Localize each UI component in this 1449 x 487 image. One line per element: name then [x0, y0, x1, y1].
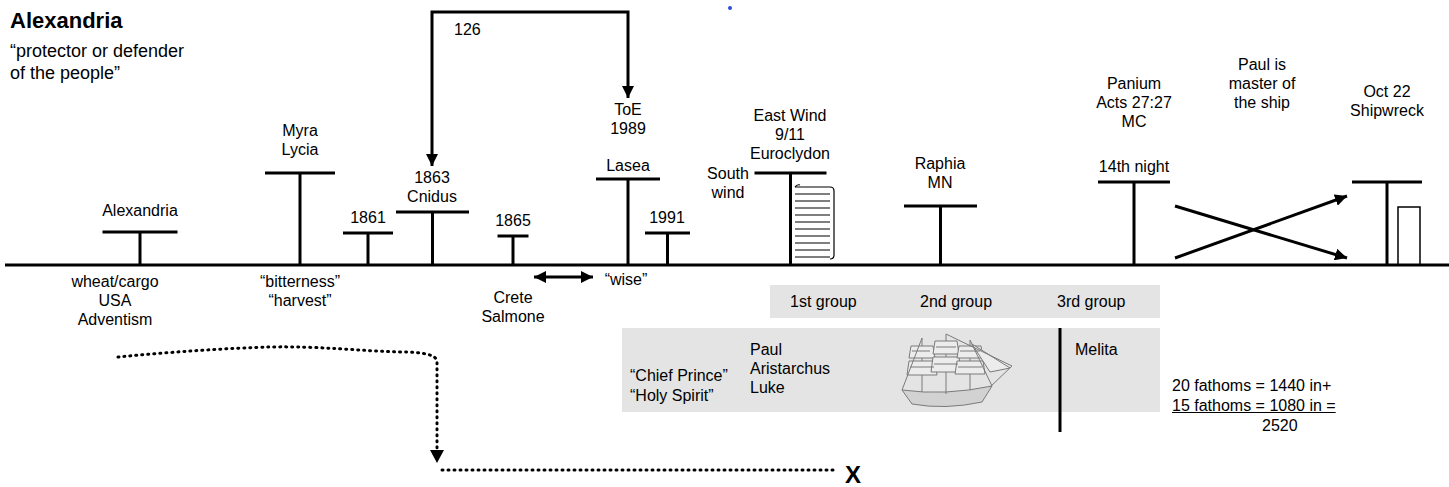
table-cell: Paul Aristarchus Luke	[750, 340, 842, 397]
timeline-marker: 1865	[492, 211, 534, 281]
timeline-marker: Oct 22Shipwreck	[1347, 82, 1427, 281]
table-cell: 3rd group	[1057, 292, 1126, 311]
diagram-title: Alexandria	[10, 8, 123, 34]
marker-label: Myra	[282, 121, 318, 140]
marker-label: Raphia	[915, 154, 966, 173]
calculation-line: 15 fathoms = 1080 in =	[1172, 396, 1336, 415]
marker-label: Panium	[1107, 74, 1161, 93]
table-divider	[1059, 328, 1062, 432]
marker-label: 1989	[610, 119, 646, 138]
title-slot: Alexandria	[10, 8, 123, 34]
marker-label: East Wind	[754, 106, 827, 125]
table-row-band: “Chief Prince”“Holy Spirit” Paul Aristarc…	[622, 328, 1160, 412]
timeline-note: USA	[99, 291, 132, 310]
mark-x: X	[845, 460, 861, 487]
calculation-line: 20 fathoms = 1440 in+	[1172, 376, 1331, 395]
label-slot: 20 fathoms = 1440 in+	[1172, 376, 1331, 395]
marker-label: 1991	[649, 208, 685, 227]
timeline-note: Salmone	[481, 307, 544, 326]
marker-label: Lasea	[606, 156, 650, 175]
wind-label: South wind	[702, 164, 754, 202]
timeline-marker: ToE1989Lasea	[593, 100, 663, 281]
label-slot: Paul is master of the ship	[1217, 55, 1307, 112]
marker-label: MC	[1122, 112, 1147, 131]
label-slot: 2520	[1262, 416, 1298, 435]
marker-label: 9/11	[775, 125, 805, 144]
marker-label: 1865	[495, 211, 531, 230]
subtitle-quote: “protector or defender of the people”	[10, 40, 188, 84]
cell-slot: Melita	[1075, 340, 1118, 359]
timeline-note: “bitterness”	[260, 272, 340, 291]
table-cell: 2nd group	[920, 292, 992, 311]
marker-label: Oct 22	[1363, 82, 1410, 101]
edge-label-slot: 126	[452, 20, 483, 39]
timeline-marker: PaniumActs 27:27MC 14th night	[1093, 74, 1175, 281]
connector-arrow	[1175, 196, 1347, 258]
cell-slot: “Holy Spirit”	[630, 386, 714, 405]
label-slot: South wind	[702, 164, 754, 202]
cell-slot: 3rd group	[1057, 292, 1126, 311]
table-cell: “Chief Prince”	[630, 366, 728, 385]
marker-label: MN	[928, 173, 953, 192]
stray-dot	[728, 6, 732, 10]
timeline-note: “wise”	[605, 270, 648, 289]
marker-label: Shipwreck	[1350, 101, 1424, 120]
timeline-marker: MyraLycia	[262, 121, 338, 281]
wind-stack	[795, 185, 834, 259]
label-slot: 15 fathoms = 1080 in =	[1172, 396, 1336, 415]
label-slot: X	[845, 460, 861, 487]
marker-label: Acts 27:27	[1096, 93, 1172, 112]
table-cell: Melita	[1075, 340, 1118, 359]
marker-label: 14th night	[1099, 157, 1169, 176]
table-header-band: 1st group 2nd group 3rd group	[770, 285, 1160, 318]
table-cell: “Holy Spirit”	[630, 386, 714, 405]
label-slot: “harvest”	[268, 291, 331, 310]
label-slot: Adventism	[78, 310, 153, 329]
edge-label: 126	[452, 20, 483, 39]
timeline-note: wheat/cargo	[71, 272, 158, 291]
timeline-marker: Alexandria	[99, 201, 181, 281]
label-slot: Salmone	[481, 307, 544, 326]
timeline-marker: 1861	[340, 208, 396, 281]
cell-slot: 1st group	[790, 292, 857, 311]
marker-label: Alexandria	[102, 201, 178, 220]
label-slot: “bitterness”	[260, 272, 340, 291]
table-cell: 1st group	[790, 292, 857, 311]
cell-slot: 2nd group	[920, 292, 992, 311]
timeline-marker: RaphiaMN	[901, 154, 980, 281]
marker-label: 1863	[414, 168, 450, 187]
marker-label: 1861	[350, 208, 386, 227]
label-slot: “wise”	[605, 270, 648, 289]
timeline-note: “harvest”	[268, 291, 331, 310]
label-slot: wheat/cargo	[71, 272, 158, 291]
label-slot: “protector or defender of the people”	[10, 40, 188, 84]
marker-label: ToE	[614, 100, 642, 119]
calculation-total: 2520	[1262, 416, 1298, 435]
marker-tick	[901, 154, 980, 281]
connector-arrow	[432, 12, 628, 166]
marker-label: Lycia	[282, 140, 319, 159]
label-slot: Crete	[493, 288, 532, 307]
timeline-axis	[5, 264, 1449, 267]
note: Paul is master of the ship	[1217, 55, 1307, 112]
connector-arrow	[534, 276, 593, 279]
cell-slot: Paul Aristarchus Luke	[750, 340, 842, 397]
marker-label: Cnidus	[407, 187, 457, 206]
marker-label: Euroclydon	[750, 144, 830, 163]
label-slot: USA	[99, 291, 132, 310]
timeline-note: Crete	[493, 288, 532, 307]
timeline-note: Adventism	[78, 310, 153, 329]
timeline-marker: 1991	[642, 208, 693, 281]
cell-slot: “Chief Prince”	[630, 366, 728, 385]
